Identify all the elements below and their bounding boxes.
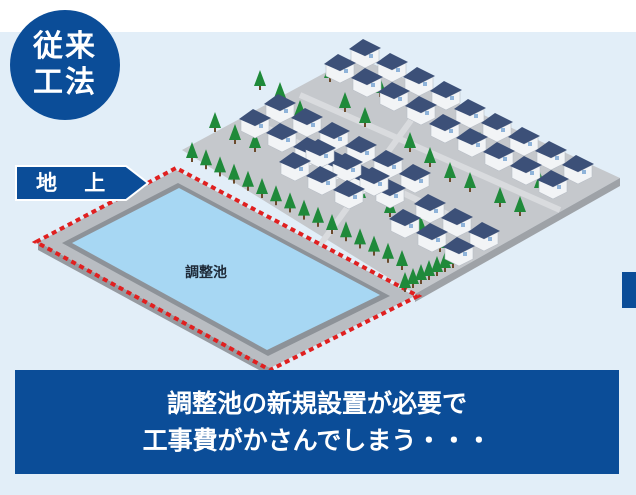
tree-icon <box>340 221 352 242</box>
banner-line1: 調整池の新規設置が必要で <box>166 389 467 418</box>
house-icon <box>399 164 431 194</box>
house-icon <box>535 141 567 171</box>
house-icon <box>291 108 323 138</box>
tree-icon <box>249 132 261 152</box>
development-land-edge <box>415 178 620 302</box>
tree-icon <box>514 196 526 216</box>
house-icon <box>306 166 338 196</box>
badge-line2: 工法 <box>33 65 97 100</box>
house-icon <box>537 170 569 200</box>
house-group <box>239 39 594 267</box>
tree-icon <box>339 92 351 112</box>
ground-tag-label: 地 上 <box>36 171 116 195</box>
house-icon <box>266 123 298 153</box>
house-icon <box>376 53 408 83</box>
tree-icon <box>298 199 310 220</box>
tree-icon <box>209 112 221 132</box>
tree-icon <box>396 250 408 270</box>
house-icon <box>239 109 271 139</box>
house-icon <box>403 67 435 97</box>
pond-water <box>72 188 380 350</box>
pond-label: 調整池 <box>185 265 227 281</box>
ground-tag-shape <box>15 165 150 201</box>
tree-icon <box>312 206 324 227</box>
house-icon <box>483 142 515 172</box>
house-icon <box>468 222 500 252</box>
pond-dashed-outline <box>31 165 423 373</box>
house-icon <box>405 96 437 126</box>
tree-icon <box>354 228 366 249</box>
side-marker <box>622 272 636 308</box>
tree-icon <box>254 70 266 90</box>
tree-icon <box>368 235 380 256</box>
tree-icon <box>404 132 416 152</box>
message-banner: 調整池の新規設置が必要で 工事費がかさんでしまう・・・ <box>15 370 619 474</box>
tree-icon <box>424 147 436 167</box>
house-icon <box>351 68 383 98</box>
tree-icon <box>494 187 506 207</box>
house-icon <box>510 156 542 186</box>
tree-icon <box>444 162 456 182</box>
house-icon <box>443 237 475 267</box>
tree-icon <box>270 185 282 206</box>
house-icon <box>333 180 365 210</box>
tree-icon <box>326 214 338 234</box>
tree-icon <box>464 172 476 192</box>
house-icon <box>456 128 488 158</box>
tree-icon <box>284 192 296 213</box>
house-icon <box>562 155 594 185</box>
house-icon <box>349 39 381 69</box>
tree-icon <box>242 170 254 191</box>
tree-icon <box>186 142 198 162</box>
house-icon <box>279 152 311 182</box>
tree-icon <box>359 107 371 127</box>
tree-icon <box>200 149 212 170</box>
house-icon <box>358 167 390 197</box>
tree-icon <box>382 242 394 263</box>
conventional-method-badge: 従来 工法 <box>10 10 120 120</box>
tree-icon <box>256 178 268 198</box>
ground-tag: 地 上 <box>16 166 136 200</box>
house-icon <box>389 209 421 239</box>
tree-icon <box>228 163 240 184</box>
tree-icon <box>214 156 226 177</box>
badge-line1: 従来 <box>33 29 97 64</box>
banner-line2: 工事費がかさんでしまう・・・ <box>142 426 492 455</box>
tree-icon <box>229 124 241 144</box>
